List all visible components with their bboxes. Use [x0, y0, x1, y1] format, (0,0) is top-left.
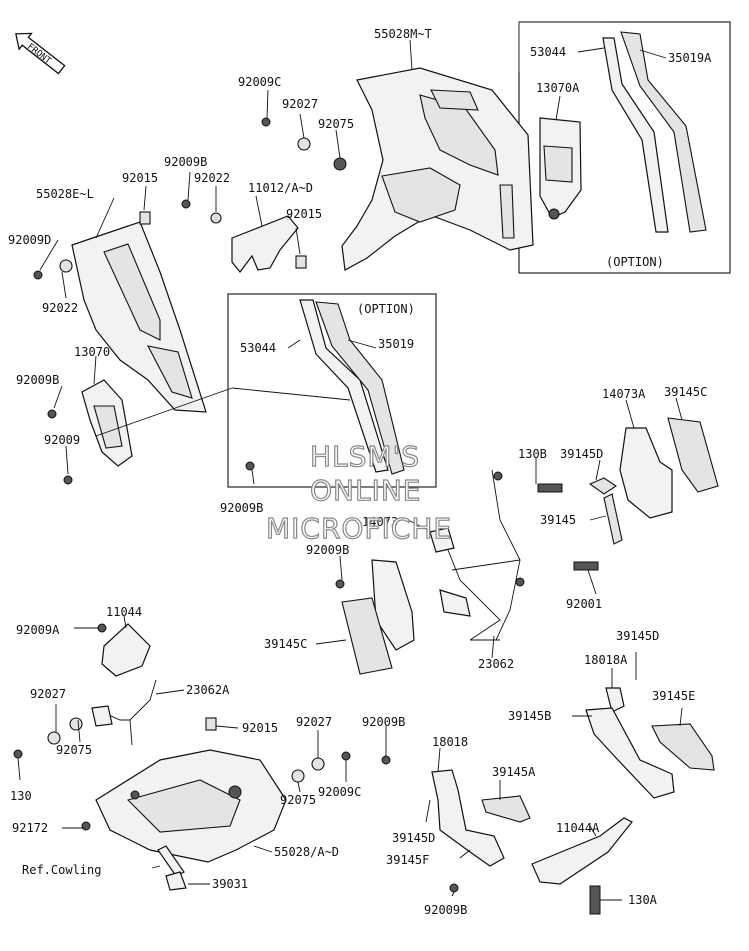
leader-lines — [17, 39, 683, 901]
option-label-center: (OPTION) — [357, 302, 415, 316]
ref-cowling-label: Ref.Cowling — [22, 863, 101, 877]
bar-11044a-part — [531, 817, 633, 885]
stay-14073-part — [429, 469, 525, 641]
part-label: 92015 — [286, 207, 322, 221]
strip-top-right-part — [602, 31, 707, 233]
lower-cowl-part — [95, 749, 287, 863]
bracket-11012-part — [231, 215, 299, 273]
side-cover-left-part — [71, 221, 207, 413]
part-label: 13070 — [74, 345, 110, 359]
part-label: 53044 — [240, 341, 276, 355]
part-label: 92022 — [42, 301, 78, 315]
part-label: 130B — [518, 447, 547, 461]
part-label: 92172 — [12, 821, 48, 835]
part-label: 18018A — [584, 653, 628, 667]
part-label: 92009B — [16, 373, 59, 387]
part-label: 92009 — [44, 433, 80, 447]
part-label: 13070A — [536, 81, 580, 95]
option-box-center — [227, 293, 437, 488]
strip-39145-lower-part — [481, 707, 715, 823]
part-label: 92027 — [296, 715, 332, 729]
part-label: 92009D — [8, 233, 51, 247]
part-label: 55028/A~D — [274, 845, 339, 859]
part-label: 130 — [10, 789, 32, 803]
part-label: 92075 — [56, 743, 92, 757]
part-label: 92015 — [122, 171, 158, 185]
part-label: 11012/A~D — [248, 181, 313, 195]
grip-39145c-part — [341, 559, 415, 675]
watermark: HLSM'S ONLINE MICROFICHE — [265, 439, 452, 545]
part-label: 55028M~T — [374, 27, 432, 41]
part-label: 92027 — [282, 97, 318, 111]
part-label: 92009B — [424, 903, 467, 917]
part-label: 39145E — [652, 689, 695, 703]
part-label: 92015 — [242, 721, 278, 735]
part-label: 39145C — [664, 385, 707, 399]
part-label: 14073 — [362, 515, 398, 529]
part-label: 92009C — [318, 785, 361, 799]
watermark-line-3: MICROFICHE — [266, 512, 452, 545]
part-labels: 55028M~T 53044 35019A 13070A 92009C 9202… — [8, 27, 712, 917]
part-label: 92022 — [194, 171, 230, 185]
bracket-13070-part — [81, 379, 133, 467]
strip-39145-part — [588, 477, 623, 545]
watermark-line-2: ONLINE — [310, 474, 421, 507]
part-label: 23062 — [478, 657, 514, 671]
cover-14073a-part — [619, 417, 719, 519]
part-label: 35019A — [668, 51, 712, 65]
bracket-13070a-part — [539, 117, 582, 220]
part-label: 39145F — [386, 853, 429, 867]
rod-39031-part — [157, 845, 187, 891]
watermark-line-1: HLSM'S — [310, 440, 420, 473]
part-label: 130A — [628, 893, 658, 907]
part-label: 14073A — [602, 387, 646, 401]
part-label: 39145D — [560, 447, 603, 461]
part-label: 39145A — [492, 765, 536, 779]
part-label: 53044 — [530, 45, 566, 59]
part-label: 92075 — [280, 793, 316, 807]
part-label: 39145C — [264, 637, 307, 651]
part-label: 92009B — [220, 501, 263, 515]
bracket-18018-part — [431, 687, 625, 867]
part-label: 39145D — [616, 629, 659, 643]
part-label: 39145B — [508, 709, 551, 723]
strip-center-part — [299, 299, 405, 475]
part-label: 11044 — [106, 605, 142, 619]
part-label: 23062A — [186, 683, 230, 697]
bracket-11044-part — [101, 623, 151, 677]
part-label: 92075 — [318, 117, 354, 131]
stay-23062a-part — [91, 679, 157, 746]
inner-cowl-upper-part — [341, 67, 534, 271]
part-label: 92009B — [306, 543, 349, 557]
part-label: 39031 — [212, 877, 248, 891]
part-label: 92009B — [164, 155, 207, 169]
part-label: 18018 — [432, 735, 468, 749]
part-label: 92001 — [566, 597, 602, 611]
hardware-parts — [13, 117, 601, 915]
part-label: 92009A — [16, 623, 60, 637]
front-arrow-icon: FRONT — [15, 32, 66, 75]
part-label: 39145 — [540, 513, 576, 527]
part-label: 92009B — [362, 715, 405, 729]
part-label: 39145D — [392, 831, 435, 845]
option-label-top: (OPTION) — [606, 255, 664, 269]
part-label: 92027 — [30, 687, 66, 701]
part-label: 11044A — [556, 821, 600, 835]
part-label: 55028E~L — [36, 187, 94, 201]
part-label: 92009C — [238, 75, 281, 89]
part-label: 35019 — [378, 337, 414, 351]
